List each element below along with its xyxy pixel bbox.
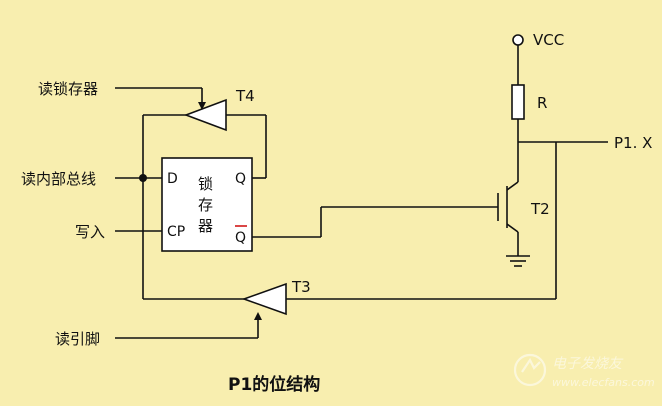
label-read-latch: 读锁存器 <box>38 80 98 98</box>
bus-junction-dot <box>139 174 147 182</box>
latch-name-char-2: 存 <box>198 196 213 214</box>
label-write: 写入 <box>75 223 105 241</box>
latch-pin-q: Q <box>235 171 246 187</box>
buffer-t3 <box>241 282 287 316</box>
label-resistor: R <box>537 94 547 112</box>
vcc-terminal <box>512 34 524 46</box>
watermark-url: www.elecfans.com <box>552 376 655 389</box>
latch-name-char-3: 器 <box>198 217 213 235</box>
latch: D CP Q Q 锁 存 器 <box>161 157 253 252</box>
t3-control-arrow <box>254 312 262 320</box>
watermark-cn: 电子发烧友 <box>552 356 624 372</box>
t2-drain-lead <box>506 181 519 191</box>
ground-symbol <box>506 255 530 267</box>
resistor-body <box>511 84 525 120</box>
transistor-t2 <box>497 181 519 256</box>
latch-pin-qbar: Q <box>235 230 246 246</box>
label-vcc: VCC <box>533 31 564 49</box>
caption: P1的位结构 <box>228 374 320 395</box>
latch-name-char-1: 锁 <box>198 175 213 193</box>
label-t2: T2 <box>530 200 550 218</box>
watermark: 电子发烧友 www.elecfans.com <box>513 353 655 389</box>
latch-pin-d: D <box>167 171 178 187</box>
wires <box>115 45 608 339</box>
label-t3: T3 <box>291 278 311 296</box>
watermark-logo-icon <box>513 353 547 387</box>
latch-box <box>161 157 253 252</box>
label-read-bus: 读内部总线 <box>21 170 96 188</box>
label-read-pin: 读引脚 <box>55 330 100 348</box>
label-t4: T4 <box>235 87 255 105</box>
label-port: P1. X <box>614 134 652 152</box>
t2-source-lead <box>506 223 519 233</box>
latch-pin-cp: CP <box>167 224 185 240</box>
t4-control-arrow <box>198 102 206 110</box>
watermark-logo-mark <box>521 357 541 373</box>
buffer-t4 <box>183 98 227 132</box>
